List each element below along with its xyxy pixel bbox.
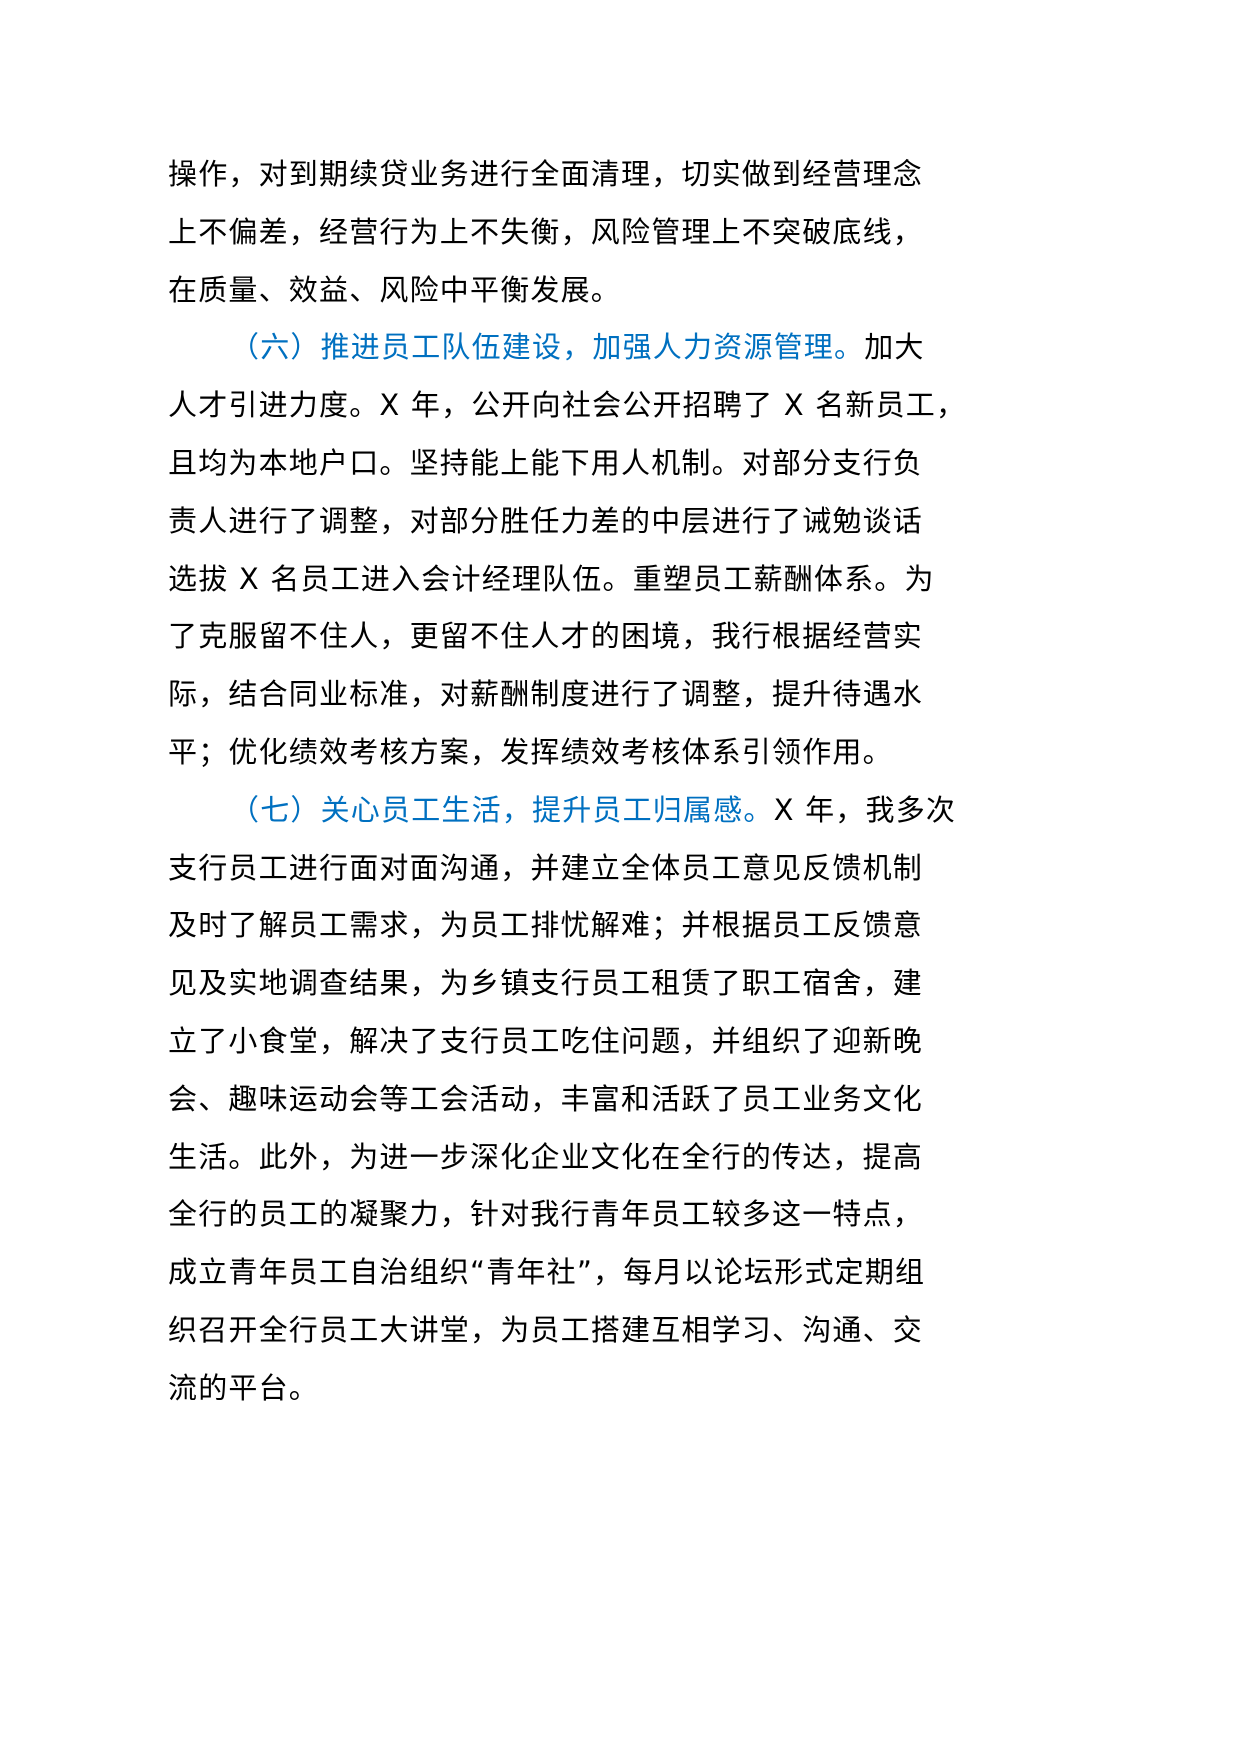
text-line: 在质量、效益、风险中平衡发展。 xyxy=(168,272,622,307)
section-6-paragraph: （六）推进员工队伍建设，加强人力资源管理。加大 人才引进力度。X 年，公开向社会… xyxy=(168,319,1088,781)
text-line: 立了小食堂，解决了支行员工吃住问题，并组织了迎新晚 xyxy=(168,1023,924,1058)
section-7-first-line: （七）关心员工生活，提升员工归属感。X 年，我多次 xyxy=(168,782,1088,840)
text-line: 织召开全行员工大讲堂，为员工搭建互相学习、沟通、交 xyxy=(168,1312,924,1347)
text-line: 平；优化绩效考核方案，发挥绩效考核体系引领作用。 xyxy=(168,734,893,769)
text-line: 上不偏差，经营行为上不失衡，风险管理上不突破底线， xyxy=(168,214,924,249)
section-7-lead-text: X 年，我多次 xyxy=(773,792,957,827)
text-line: 责人进行了调整，对部分胜任力差的中层进行了诫勉谈话 xyxy=(168,503,924,538)
text-line: 生活。此外，为进一步深化企业文化在全行的传达，提高 xyxy=(168,1139,924,1174)
body-text: 操作，对到期续贷业务进行全面清理，切实做到经营理念 上不偏差，经营行为上不失衡，… xyxy=(168,146,1088,1418)
text-line: 操作，对到期续贷业务进行全面清理，切实做到经营理念 xyxy=(168,157,924,191)
section-6-first-line: （六）推进员工队伍建设，加强人力资源管理。加大 xyxy=(168,319,1088,377)
text-line: 了克服留不住人，更留不住人才的困境，我行根据经营实 xyxy=(168,619,924,654)
text-line: 际，结合同业标准，对薪酬制度进行了调整，提升待遇水 xyxy=(168,677,924,712)
text-line: 全行的员工的凝聚力，针对我行青年员工较多这一特点， xyxy=(168,1197,924,1232)
text-line: 成立青年员工自治组织“青年社”，每月以论坛形式定期组 xyxy=(168,1255,926,1290)
text-line: 会、趣味运动会等工会活动，丰富和活跃了员工业务文化 xyxy=(168,1081,924,1116)
section-7-paragraph: （七）关心员工生活，提升员工归属感。X 年，我多次 支行员工进行面对面沟通，并建… xyxy=(168,782,1088,1418)
text-line: 及时了解员工需求，为员工排忧解难；并根据员工反馈意 xyxy=(168,908,924,943)
paragraph-continuation: 操作，对到期续贷业务进行全面清理，切实做到经营理念 上不偏差，经营行为上不失衡，… xyxy=(168,146,1088,319)
section-6-heading: （六）推进员工队伍建设，加强人力资源管理。 xyxy=(230,330,865,365)
text-line: 见及实地调查结果，为乡镇支行员工租赁了职工宿舍，建 xyxy=(168,966,924,1001)
text-line: 人才引进力度。X 年，公开向社会公开招聘了 X 名新员工， xyxy=(168,388,967,423)
section-7-heading: （七）关心员工生活，提升员工归属感。 xyxy=(230,792,774,827)
text-line: 选拔 X 名员工进入会计经理队伍。重塑员工薪酬体系。为 xyxy=(168,561,935,596)
text-line: 支行员工进行面对面沟通，并建立全体员工意见反馈机制 xyxy=(168,850,924,885)
text-line: 流的平台。 xyxy=(168,1370,320,1405)
text-line: 且均为本地户口。坚持能上能下用人机制。对部分支行负 xyxy=(168,445,924,480)
section-6-lead-text: 加大 xyxy=(864,330,925,365)
